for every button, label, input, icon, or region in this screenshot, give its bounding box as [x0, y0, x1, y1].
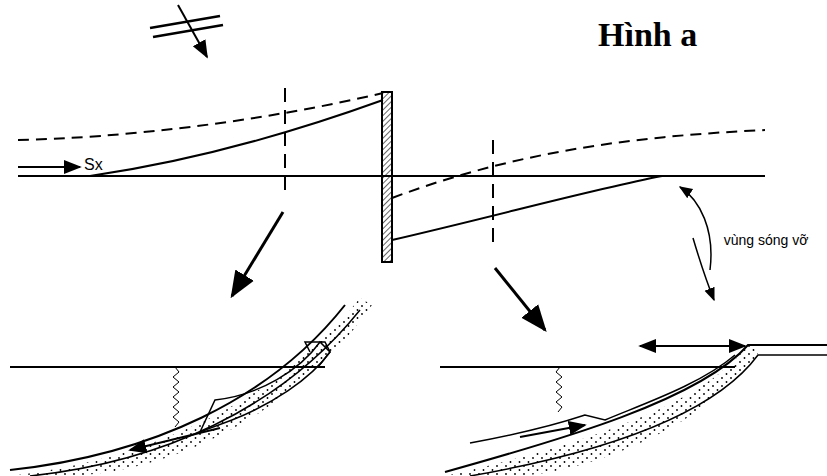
water-depth — [556, 367, 562, 412]
section-arrow — [495, 268, 545, 330]
seabed-profile — [10, 305, 345, 470]
sand-boundary — [470, 355, 827, 476]
leader-line — [680, 187, 711, 270]
breaker-zone-label: vùng sóng vỡ — [720, 233, 812, 248]
section-arrow — [232, 212, 283, 296]
wave-direction-arrow — [178, 5, 207, 57]
section-line — [492, 140, 494, 250]
sediment-arrow — [520, 425, 585, 437]
seabed-profile — [445, 345, 827, 472]
water-surface — [10, 366, 325, 368]
transport-arrow — [18, 166, 80, 168]
breaker-zone-span — [640, 345, 745, 347]
figure-label: Hình a — [598, 16, 697, 53]
water-surface — [440, 366, 735, 368]
deposit — [305, 342, 330, 367]
sand-layer — [10, 298, 372, 476]
sediment-arrow — [130, 428, 220, 450]
eroded-profile — [470, 355, 735, 443]
sand-layer — [445, 345, 760, 476]
depth-contour — [392, 130, 765, 198]
transport-label: Sx — [84, 156, 103, 174]
water-depth — [173, 367, 179, 427]
shoreline-accretion — [90, 100, 383, 176]
sand-bar — [200, 342, 330, 432]
sand-boundary — [30, 310, 360, 476]
depth-contour — [18, 93, 383, 140]
leader-line — [693, 238, 714, 300]
groyne — [382, 92, 392, 262]
wave-crest — [153, 25, 223, 37]
shoreline-erosion — [392, 176, 662, 240]
section-line — [284, 88, 286, 190]
